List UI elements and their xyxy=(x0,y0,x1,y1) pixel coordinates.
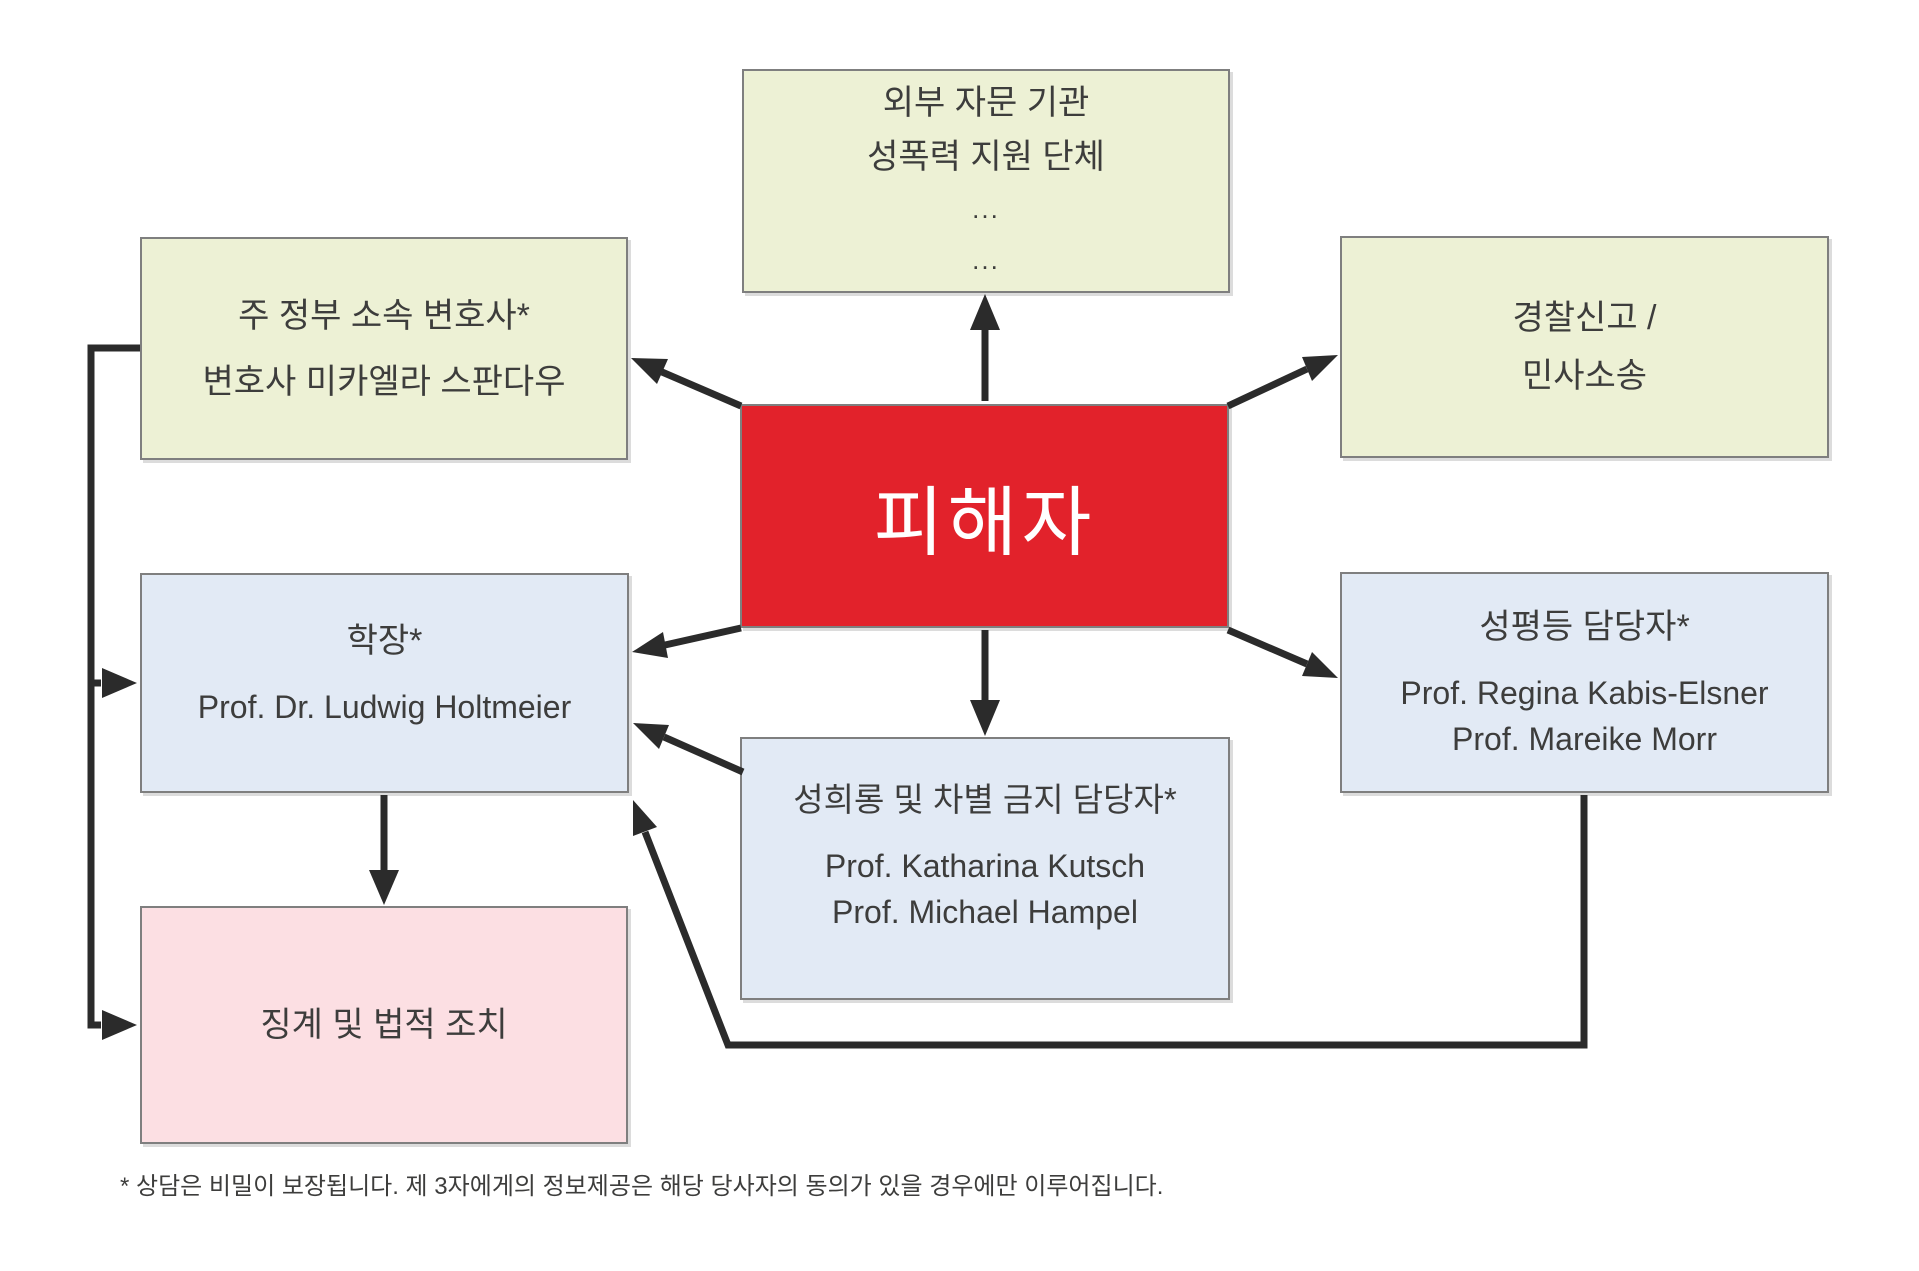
arrowhead-victim-to-harassment xyxy=(970,700,1000,736)
node-line: 성폭력 지원 단체 xyxy=(867,138,1105,176)
person-name: Prof. Katharina Kutsch xyxy=(824,847,1146,884)
arrow-victim-to-police xyxy=(1226,365,1309,410)
node-title: 성평등 담당자* xyxy=(1479,607,1690,646)
person-name: Prof. Regina Kabis-Elsner xyxy=(1400,674,1769,711)
arrowhead-victim-to-external xyxy=(970,294,1000,330)
node-line: 민사소송 xyxy=(1521,357,1648,395)
arrowhead-lawyer-to-dean xyxy=(102,668,137,698)
arrow-victim-to-dean xyxy=(664,624,742,649)
person-name: Prof. Dr. Ludwig Holtmeier xyxy=(197,689,572,725)
arrowhead-victim-to-police xyxy=(1302,355,1338,381)
node-victim: 피해자 xyxy=(740,404,1229,628)
victim-label: 피해자 xyxy=(873,481,1096,566)
arrowhead-victim-to-lawyer xyxy=(631,358,668,384)
node-external-advisory: 외부 자문 기관 성폭력 지원 단체 ... ... xyxy=(742,69,1230,293)
node-equality-officer: 성평등 담당자* Prof. Regina Kabis-Elsner Prof.… xyxy=(1340,572,1829,793)
arrowhead-lawyer-to-disciplinary xyxy=(102,1010,137,1040)
node-state-lawyer: 주 정부 소속 변호사* 변호사 미카엘라 스판다우 xyxy=(140,237,628,460)
node-police-civil: 경찰신고 / 민사소송 xyxy=(1340,236,1829,458)
node-line: 징계 및 법적 조치 xyxy=(260,1006,508,1044)
arrowhead-victim-to-equality xyxy=(1302,652,1338,678)
arrow-victim-to-lawyer xyxy=(660,368,743,410)
node-line: 외부 자문 기관 xyxy=(882,84,1090,122)
node-disciplinary-measures: 징계 및 법적 조치 xyxy=(140,906,628,1144)
arrowhead-dean-to-disciplinary xyxy=(369,870,399,905)
node-line: 주 정부 소속 변호사* xyxy=(238,296,530,335)
arrow-victim-to-equality xyxy=(1226,626,1309,668)
arrow-lawyer-rail xyxy=(87,344,140,1029)
node-title: 학장* xyxy=(346,622,423,660)
person-name: Prof. Michael Hampel xyxy=(832,893,1138,930)
confidentiality-footnote: * 상담은 비밀이 보장됩니다. 제 3자에게의 정보제공은 해당 당사자의 동… xyxy=(120,1173,1164,1200)
node-harassment-officer: 성희롱 및 차별 금지 담당자* Prof. Katharina Kutsch … xyxy=(740,737,1230,1000)
arrowhead-equality-to-dean xyxy=(633,800,657,836)
node-title: 성희롱 및 차별 금지 담당자* xyxy=(793,780,1177,818)
node-line: 변호사 미카엘라 스판다우 xyxy=(202,362,566,401)
arrowhead-harassment-to-dean xyxy=(633,723,669,749)
person-name: Prof. Mareike Morr xyxy=(1452,720,1717,757)
node-line: 경찰신고 / xyxy=(1512,299,1657,337)
arrow-harassment-to-dean xyxy=(662,733,745,776)
node-dean: 학장* Prof. Dr. Ludwig Holtmeier xyxy=(140,573,629,793)
arrowhead-victim-to-dean xyxy=(632,632,668,658)
ellipsis-text: ... xyxy=(972,194,1000,224)
ellipsis-text: ... xyxy=(972,245,1000,275)
